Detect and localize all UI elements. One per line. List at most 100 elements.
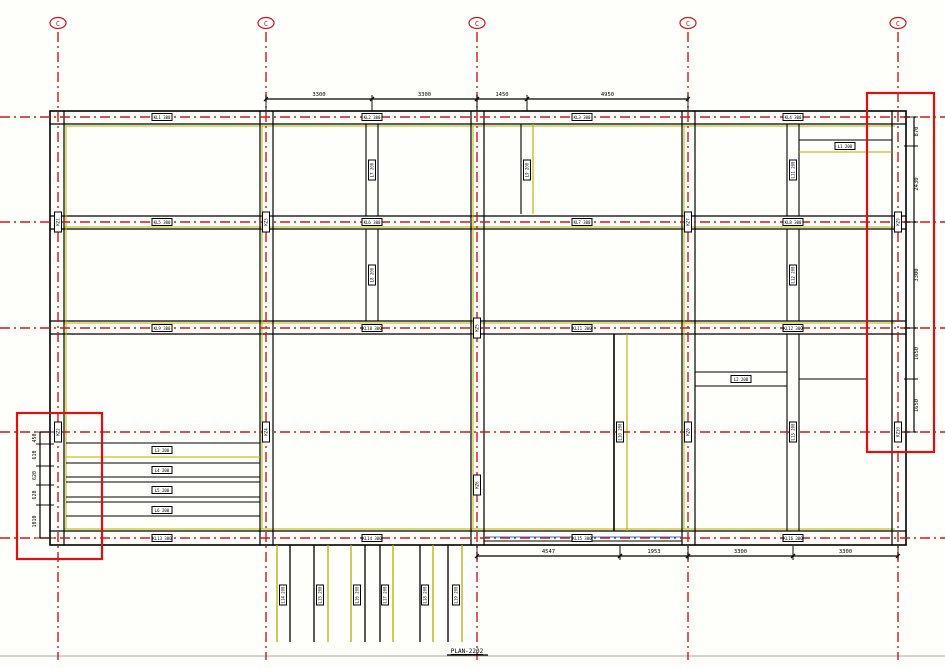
left-dimension-label: 450 (32, 433, 38, 442)
beam-tag-label: L18 200 (423, 586, 428, 603)
left-highlight-box[interactable] (15, 411, 104, 561)
right-dimension-label: 3300 (914, 268, 920, 281)
beam-tag[interactable]: KL3 300 (571, 113, 593, 121)
beam-tag-vertical[interactable]: L7 200 (368, 159, 376, 181)
beam-tag[interactable]: KL6 300 (361, 218, 383, 226)
beam-tag-vertical[interactable]: L18 200 (421, 584, 429, 606)
beam-tag-vertical[interactable]: L11 200 (789, 159, 797, 181)
beam-tag[interactable]: KL5 300 (151, 218, 173, 226)
beam-tag-box (894, 421, 902, 443)
extension-beams (276, 545, 463, 642)
beam-tag-box (571, 324, 593, 332)
beam-tag-label: L15 200 (318, 586, 323, 603)
beam-tag-vertical[interactable]: L8 200 (368, 264, 376, 286)
beam-tag-box (473, 317, 481, 339)
beam-tag-label: L16 200 (355, 586, 360, 603)
beam-tag-vertical[interactable]: KZ3 (262, 211, 270, 233)
grid-bubble-circle (257, 16, 275, 30)
beam-tag-vertical[interactable]: L10 200 (616, 421, 624, 443)
beam-tag[interactable]: L5 200 (151, 486, 173, 494)
beam-tag-vertical[interactable]: KZ4 (262, 421, 270, 443)
grid-bubble-label: C (686, 20, 690, 28)
beam-tag-vertical[interactable]: KZ10 (894, 421, 902, 443)
beam-tag-box (571, 534, 593, 542)
beam-tag[interactable]: KL12 300 (782, 324, 804, 332)
beam-tag-box (361, 113, 383, 121)
beam-tag-box (473, 474, 481, 496)
grid-bubble-label: C (896, 20, 900, 28)
beam-tag[interactable]: KL14 300 (361, 534, 383, 542)
beam-tag-label: L9 200 (525, 162, 530, 177)
beam-tag-label: L6 200 (155, 508, 170, 513)
beam-tag[interactable]: L1 200 (834, 142, 856, 150)
beam-tag-box (353, 584, 361, 606)
beam-tag-box (789, 421, 797, 443)
beam-tag-vertical[interactable]: KZ8 (684, 421, 692, 443)
beam-tag-vertical[interactable]: L13 200 (789, 421, 797, 443)
beam-tag-label: L19 200 (454, 586, 459, 603)
beam-tag[interactable]: L4 200 (151, 466, 173, 474)
beam-tag[interactable]: KL2 300 (361, 113, 383, 121)
beam-tag-vertical[interactable]: KZ5 (473, 317, 481, 339)
beam-tag[interactable]: L2 200 (730, 375, 752, 383)
beam-tag-label: L11 200 (791, 161, 796, 178)
beam-tag[interactable]: KL8 300 (782, 218, 804, 226)
beam-tag[interactable]: L6 200 (151, 506, 173, 514)
beam-tag-vertical[interactable]: KZ9 (894, 211, 902, 233)
beam-tag-box (789, 264, 797, 286)
bottom-dimension-label: 4547 (542, 549, 555, 555)
beam-tag[interactable]: KL4 300 (782, 113, 804, 121)
beam-tag-label: KL9 300 (154, 326, 171, 331)
beam-tag-vertical[interactable]: KZ7 (684, 211, 692, 233)
drawing-title: PLAN-2202 (451, 648, 484, 655)
beam-tag[interactable]: L3 200 (151, 446, 173, 454)
beam-tag-label: L4 200 (155, 468, 170, 473)
right-dimension-label: 1650 (914, 399, 920, 412)
beam-tag-box (452, 584, 460, 606)
beam-tag-label: KZ7 (686, 218, 691, 226)
grid-bubble: C (679, 16, 697, 30)
top-dimension-label: 3300 (312, 92, 325, 98)
highlight-boxes[interactable] (15, 91, 936, 561)
beam-tag[interactable]: KL13 300 (151, 534, 173, 542)
beam-tag-box (151, 218, 173, 226)
beam-tag-box (151, 113, 173, 121)
beam-tag-vertical[interactable]: L12 200 (789, 264, 797, 286)
beam-tag[interactable]: KL9 300 (151, 324, 173, 332)
beam-tag-label: KL10 300 (362, 326, 382, 331)
top-dimension-label: 3300 (418, 92, 431, 98)
left-dimension-label: 620 (32, 471, 38, 480)
beam-tag-box (571, 113, 593, 121)
beam-tag[interactable]: KL15 300 (571, 534, 593, 542)
beam-tag-vertical[interactable]: L19 200 (452, 584, 460, 606)
beam-tag[interactable]: KL16 300 (782, 534, 804, 542)
beam-tag-vertical[interactable]: L16 200 (353, 584, 361, 606)
grid-bubble-circle (679, 16, 697, 30)
bottom-dimension-label: 1953 (647, 549, 660, 555)
beam-tag[interactable]: KL10 300 (361, 324, 383, 332)
beam-tag-vertical[interactable]: KZ6 (473, 474, 481, 496)
beam-tag-vertical[interactable]: L9 200 (523, 159, 531, 181)
right-highlight-box[interactable] (865, 91, 936, 454)
beam-tag-label: KL12 300 (783, 326, 803, 331)
beam-tag-box (834, 142, 856, 150)
beam-tag-label: KZ2 (56, 428, 61, 436)
beam-tag-label: L12 200 (791, 266, 796, 283)
beam-tag-box (262, 211, 270, 233)
grid-bubble-circle (49, 16, 67, 30)
beam-tag[interactable]: KL7 300 (571, 218, 593, 226)
beam-tag-vertical[interactable]: KZ2 (54, 421, 62, 443)
beam-tag-vertical[interactable]: KZ1 (54, 211, 62, 233)
beam-tag[interactable]: KL11 300 (571, 324, 593, 332)
beam-tag[interactable]: KL1 300 (151, 113, 173, 121)
beam-tag-box (782, 534, 804, 542)
beam-tag-box (684, 421, 692, 443)
beam-tag-vertical[interactable]: L17 200 (381, 584, 389, 606)
grid-bubble-circle (889, 16, 907, 30)
beam-tag-vertical[interactable]: L14 200 (279, 584, 287, 606)
beam-tag-vertical[interactable]: L15 200 (316, 584, 324, 606)
